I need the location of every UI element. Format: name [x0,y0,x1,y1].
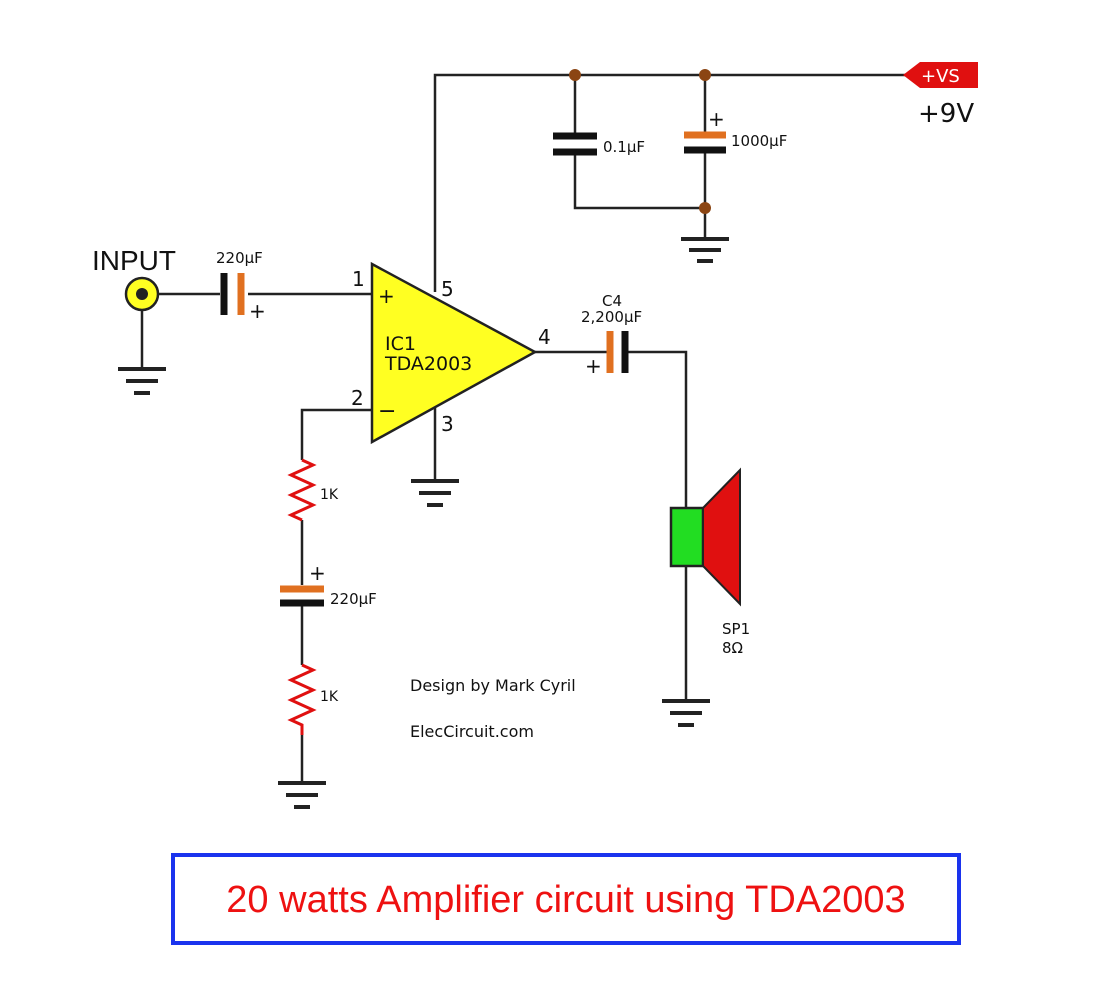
ground-symbol-feedback [278,781,326,809]
diagram-title: 20 watts Amplifier circuit using TDA2003 [226,879,905,921]
node-filter-top [699,69,711,81]
supply-rail-wire [433,73,905,292]
speaker-magnet [669,506,705,568]
resistor-feedback-top [287,458,317,522]
ground-symbol-ic [411,479,459,507]
ic-part-number: TDA2003 [384,353,472,375]
feedback-wire-top [300,408,372,460]
supply-tag-label: +VS [921,66,960,87]
ic-pin-5: 5 [441,277,454,301]
supply-voltage-label: +9V [918,99,974,129]
bypass-cap-value: 0.1µF [603,138,645,156]
feedback-cap-value: 220µF [330,590,377,608]
speaker-ref: SP1 [722,620,750,638]
junction-nodes [569,69,711,214]
node-ground-bottom [699,202,711,214]
resistor-feedback-bottom-value: 1K [320,689,339,705]
output-capacitor [606,331,629,373]
bypass-cap-wire-bottom [573,155,705,210]
designer-credit: Design by Mark Cyril [410,676,576,695]
ic-pin-4: 4 [538,325,551,349]
supply-tag: +VS [903,62,978,88]
input-label: INPUT [92,245,176,276]
ground-symbol-supply [681,237,729,263]
ic-plus-input-sign: + [378,284,395,308]
ic-minus-input-sign: − [378,399,396,424]
feedback-cap-polarity: + [309,561,326,585]
speaker-icon [669,467,741,607]
filter-cap-value: 1000µF [731,132,787,150]
ground-symbol-speaker [662,699,710,727]
bypass-capacitor [553,132,597,156]
ic-reference: IC1 [385,333,416,355]
speaker-impedance: 8Ω [722,639,743,657]
filter-cap-polarity: + [708,107,725,131]
title-box [171,853,961,945]
input-capacitor [220,273,245,315]
ic-pin-1: 1 [352,267,365,291]
output-cap-ref: C4 [602,292,622,310]
resistor-feedback-bottom [287,663,317,735]
input-cap-value: 220µF [216,249,263,267]
ic-amplifier-body [370,261,538,445]
resistor-feedback-top-value: 1K [320,487,339,503]
ground-symbol-input [118,367,166,395]
ic-pin-3: 3 [441,412,454,436]
output-cap-polarity: + [585,354,602,378]
output-cap-value: 2,200µF [581,308,642,326]
cap-to-speaker-wire [626,350,688,508]
ic-pin-2: 2 [351,386,364,410]
feedback-capacitor [280,585,324,607]
filter-capacitor [684,131,726,154]
input-jack-icon [124,276,160,312]
input-cap-polarity: + [249,299,266,323]
wires [140,73,905,782]
supply-tag-arrow [903,62,978,88]
node-bypass-top [569,69,581,81]
site-credit: ElecCircuit.com [410,722,534,741]
speaker-cone [702,467,741,607]
